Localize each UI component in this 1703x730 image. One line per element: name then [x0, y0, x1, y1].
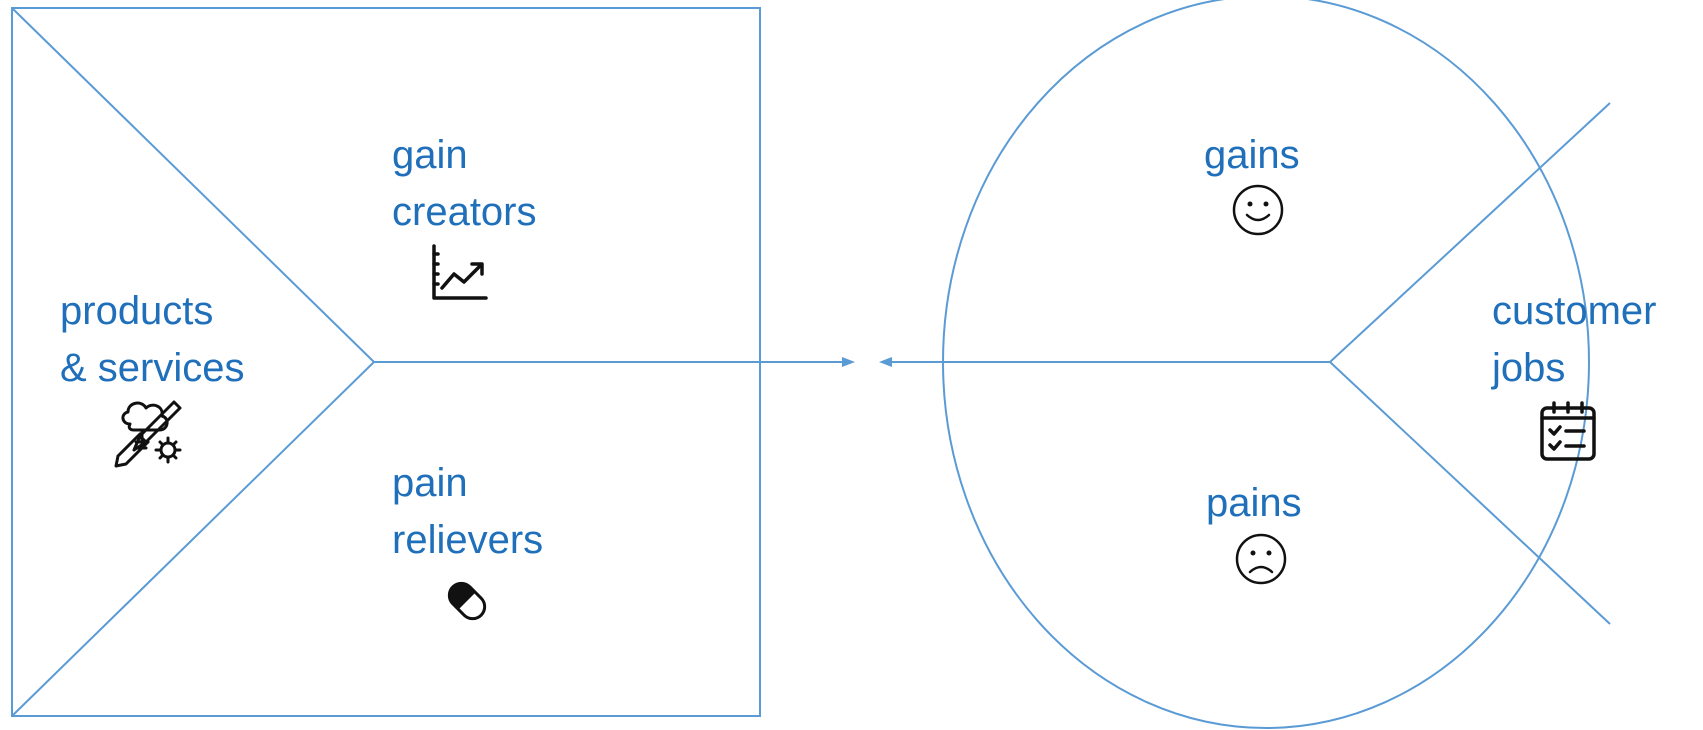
customer-profile-divider-upper	[1329, 102, 1611, 363]
customer-jobs-line2: jobs	[1492, 346, 1566, 390]
value-map-divider-lower	[11, 361, 375, 717]
pain-relievers-line1: pain	[392, 461, 468, 505]
customer-jobs-label: customer jobs	[1492, 283, 1657, 397]
gain-creators-line1: gain	[392, 133, 468, 177]
products-services-label: products & services	[60, 283, 245, 397]
frowning-face-icon	[1234, 532, 1288, 591]
gain-creators-label: gain creators	[392, 127, 537, 241]
pill-icon	[440, 574, 494, 633]
smiley-face-icon	[1231, 183, 1285, 242]
products-services-line2: & services	[60, 346, 245, 390]
products-services-line1: products	[60, 289, 214, 333]
pain-relievers-line2: relievers	[392, 518, 544, 562]
idea-tools-icon	[112, 394, 188, 475]
pain-relievers-label: pain relievers	[392, 455, 543, 569]
pains-label: pains	[1206, 481, 1302, 525]
growth-chart-icon	[430, 244, 488, 305]
customer-profile-divider-lower	[1329, 361, 1611, 625]
fit-arrow-right-head	[842, 357, 855, 367]
gains-label: gains	[1204, 133, 1300, 177]
gain-creators-line2: creators	[392, 190, 537, 234]
fit-arrow-left-head	[879, 357, 892, 367]
customer-jobs-line1: customer	[1492, 289, 1657, 333]
customer-profile-circle	[942, 0, 1590, 729]
checklist-calendar-icon	[1538, 400, 1598, 467]
value-map-divider-upper	[11, 7, 375, 363]
